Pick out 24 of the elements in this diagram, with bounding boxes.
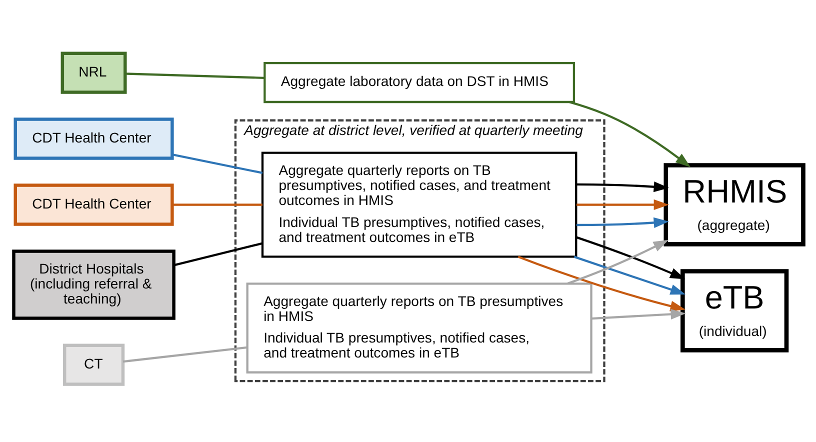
connector [122, 346, 247, 362]
node-box: District Hospitals (including referral & teaching) [12, 249, 175, 320]
connector [124, 72, 264, 78]
arrow [573, 255, 686, 294]
connector [173, 242, 262, 266]
node-box: CDT Health Center [13, 183, 174, 226]
arrow [576, 236, 685, 279]
arrow [591, 308, 686, 320]
node-box: CDT Health Center [13, 117, 174, 160]
node-box: NRL [60, 51, 126, 94]
arrow [576, 216, 668, 228]
arrow [568, 100, 690, 167]
node-box: Aggregate quarterly reports on TB presumptives, notified cases, and treatment outcomes in HMIS Individual TB presumptives, notified cases, and treatment outcomes in eTB [260, 151, 577, 258]
node-box: Aggregate quarterly reports on TB presumptives in HMIS Individual TB presumptives, notified cases, and treatment outcomes in eTB [246, 282, 592, 373]
connector [172, 153, 262, 174]
arrow [576, 181, 668, 192]
node-box: CT [62, 343, 124, 386]
arrow [566, 239, 668, 284]
arrow [576, 198, 668, 210]
node-box: eTB (individual) [680, 268, 788, 352]
connector [172, 203, 262, 206]
node-box: Aggregate laboratory data on DST in HMIS [263, 61, 575, 103]
node-box: RHMIS (aggregate) [663, 162, 805, 246]
arrow [517, 255, 686, 311]
